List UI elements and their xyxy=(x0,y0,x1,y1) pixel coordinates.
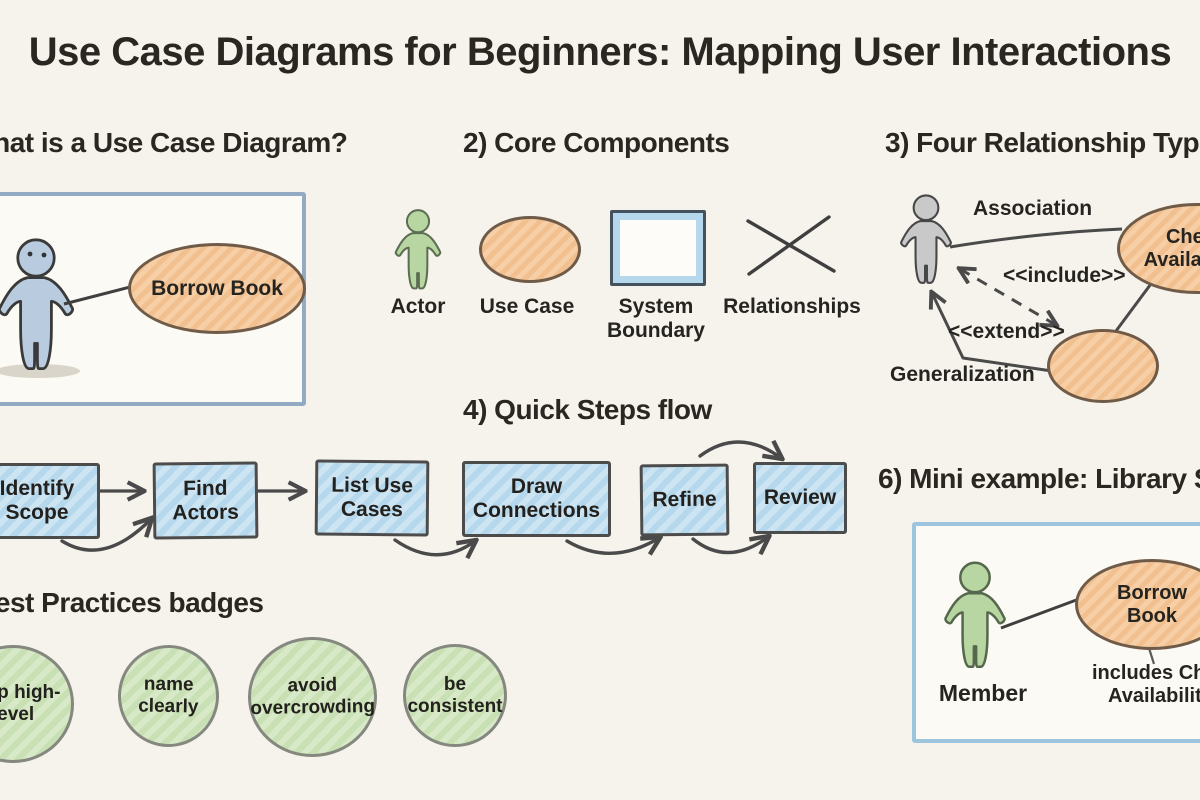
use-case-unlabeled xyxy=(1047,329,1159,403)
label-member: Member xyxy=(938,680,1028,706)
flow-step-draw-connections: Draw Connections xyxy=(462,461,611,537)
flow-step-list-use-cases: List Use Cases xyxy=(314,459,430,537)
heading-mini-example: 6) Mini example: Library System xyxy=(878,463,1200,494)
heading-what-is: 1) What is a Use Case Diagram? xyxy=(0,127,348,158)
flow-swoosh-3 xyxy=(565,538,659,553)
flow-step-find-actors: Find Actors xyxy=(152,461,259,540)
use-case-check-availability: Check Availability xyxy=(1117,203,1200,294)
relationships-x-icon xyxy=(746,215,836,276)
label-association: Association xyxy=(973,197,1093,220)
heading-core-components: 2) Core Components xyxy=(463,127,730,158)
note-availability: Availability xyxy=(1108,685,1200,707)
note-includes-check: includes Check xyxy=(1092,662,1200,684)
badge-keep-high-level: keep high-level xyxy=(0,645,74,763)
page-title: Use Case Diagrams for Beginners: Mapping… xyxy=(28,30,1172,74)
flow-swoosh-4 xyxy=(691,537,768,553)
badge-avoid-overcrowding: avoid overcrowding xyxy=(246,635,379,759)
label-actor: Actor xyxy=(390,295,446,318)
flow-swoosh-2 xyxy=(393,540,475,555)
label-include: <<include>> xyxy=(1003,264,1126,287)
flow-arc-refine-review xyxy=(698,442,781,458)
flow-step-identify-scope: Identify Scope xyxy=(0,463,100,539)
flow-step-review: Review xyxy=(753,462,847,534)
association-line xyxy=(949,227,1123,249)
badge-name-clearly: name clearly xyxy=(117,644,220,748)
actor-icon-relationships xyxy=(900,194,952,284)
label-use-case: Use Case xyxy=(479,295,575,318)
heading-quick-steps: 4) Quick Steps flow xyxy=(463,394,712,425)
label-relationships: Relationships xyxy=(723,295,861,318)
label-extend: <<extend>> xyxy=(948,320,1065,343)
actor-icon-core xyxy=(394,209,442,290)
use-case-shape xyxy=(479,216,581,283)
badge-be-consistent: be consistent xyxy=(403,644,507,747)
heading-best-practices: 5) Best Practices badges xyxy=(0,587,264,618)
use-case-borrow-book: Borrow Book xyxy=(128,243,306,334)
label-generalization: Generalization xyxy=(890,363,1035,386)
label-system-boundary: System Boundary xyxy=(606,295,705,343)
system-boundary-shape xyxy=(610,210,706,286)
flow-step-refine: Refine xyxy=(639,463,730,537)
heading-relationship-types: 3) Four Relationship Types xyxy=(885,127,1200,158)
